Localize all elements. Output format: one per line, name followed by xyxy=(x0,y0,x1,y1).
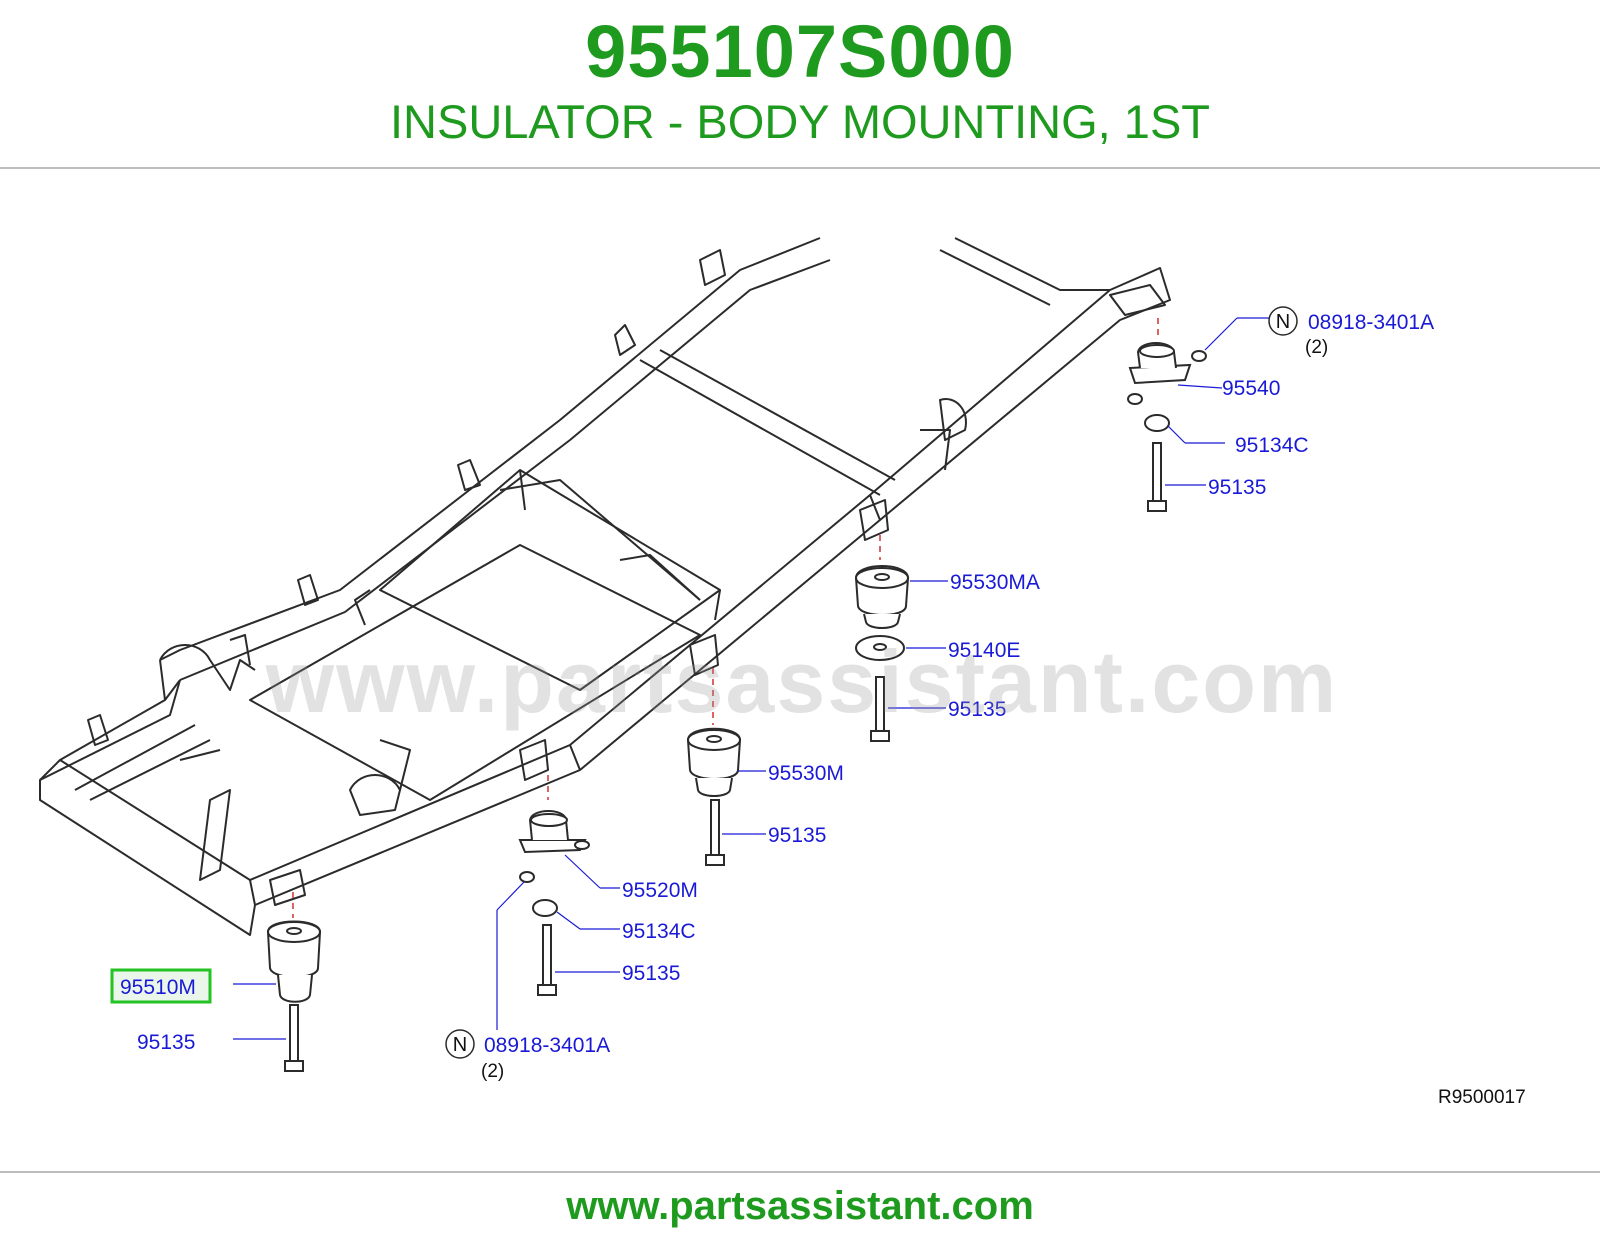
front-insulator-part xyxy=(266,920,322,1003)
label-mid-insulator[interactable]: 95530M xyxy=(768,762,844,785)
label-mid-rear-insulator[interactable]: 95530MA xyxy=(950,571,1040,594)
label-mid-front-mount[interactable]: 95520M xyxy=(622,879,698,902)
header-divider xyxy=(0,167,1600,169)
label-mid-bolt[interactable]: 95135 xyxy=(768,824,826,847)
label-front-insulator[interactable]: 95510M xyxy=(120,976,196,999)
rear-mount-part xyxy=(1127,342,1207,405)
label-mid-front-bolt[interactable]: 95135 xyxy=(622,962,680,985)
n-marker-front: N xyxy=(445,1029,475,1059)
mid-front-washer-part xyxy=(532,899,558,917)
mid-bolt-part xyxy=(705,799,725,866)
label-rear-washer[interactable]: 95134C xyxy=(1235,434,1309,457)
rear-washer-part xyxy=(1144,414,1170,432)
label-rear-nut[interactable]: 08918-3401A xyxy=(1308,311,1434,334)
label-rear-mount[interactable]: 95540 xyxy=(1222,377,1280,400)
label-front-bolt[interactable]: 95135 xyxy=(137,1031,195,1054)
mid-rear-washer-part xyxy=(855,635,905,661)
footer-divider xyxy=(0,1171,1600,1173)
alignment-guides xyxy=(292,318,1159,918)
part-number-title: 955107S000 xyxy=(585,10,1015,93)
label-rear-nut-qty: (2) xyxy=(1305,337,1328,358)
label-mid-rear-bolt[interactable]: 95135 xyxy=(948,698,1006,721)
parts-drawing xyxy=(266,342,1207,1072)
highlighted-part-box xyxy=(110,968,212,1004)
part-description: INSULATOR - BODY MOUNTING, 1ST xyxy=(390,95,1210,148)
rear-bolt-part xyxy=(1147,442,1167,512)
svg-text:N: N xyxy=(453,1034,467,1056)
label-front-nut-qty: (2) xyxy=(481,1061,504,1082)
mid-rear-bolt-part xyxy=(870,676,890,742)
label-rear-bolt[interactable]: 95135 xyxy=(1208,476,1266,499)
label-mid-front-washer[interactable]: 95134C xyxy=(622,920,696,943)
mid-front-mount-part xyxy=(518,810,590,883)
diagram-reference-code: R9500017 xyxy=(1438,1087,1526,1108)
mid-front-bolt-part xyxy=(537,924,557,996)
n-marker-rear: N xyxy=(1268,306,1298,336)
footer-url[interactable]: www.partsassistant.com xyxy=(566,1184,1034,1228)
label-front-nut[interactable]: 08918-3401A xyxy=(484,1034,610,1057)
leader-lines xyxy=(233,317,1280,1040)
chassis-frame-drawing xyxy=(39,237,1171,936)
svg-text:N: N xyxy=(1276,311,1290,333)
front-bolt-part xyxy=(284,1004,304,1072)
label-mid-rear-washer[interactable]: 95140E xyxy=(948,639,1020,662)
mid-insulator-part xyxy=(686,727,742,797)
mid-rear-insulator-part xyxy=(854,565,910,629)
